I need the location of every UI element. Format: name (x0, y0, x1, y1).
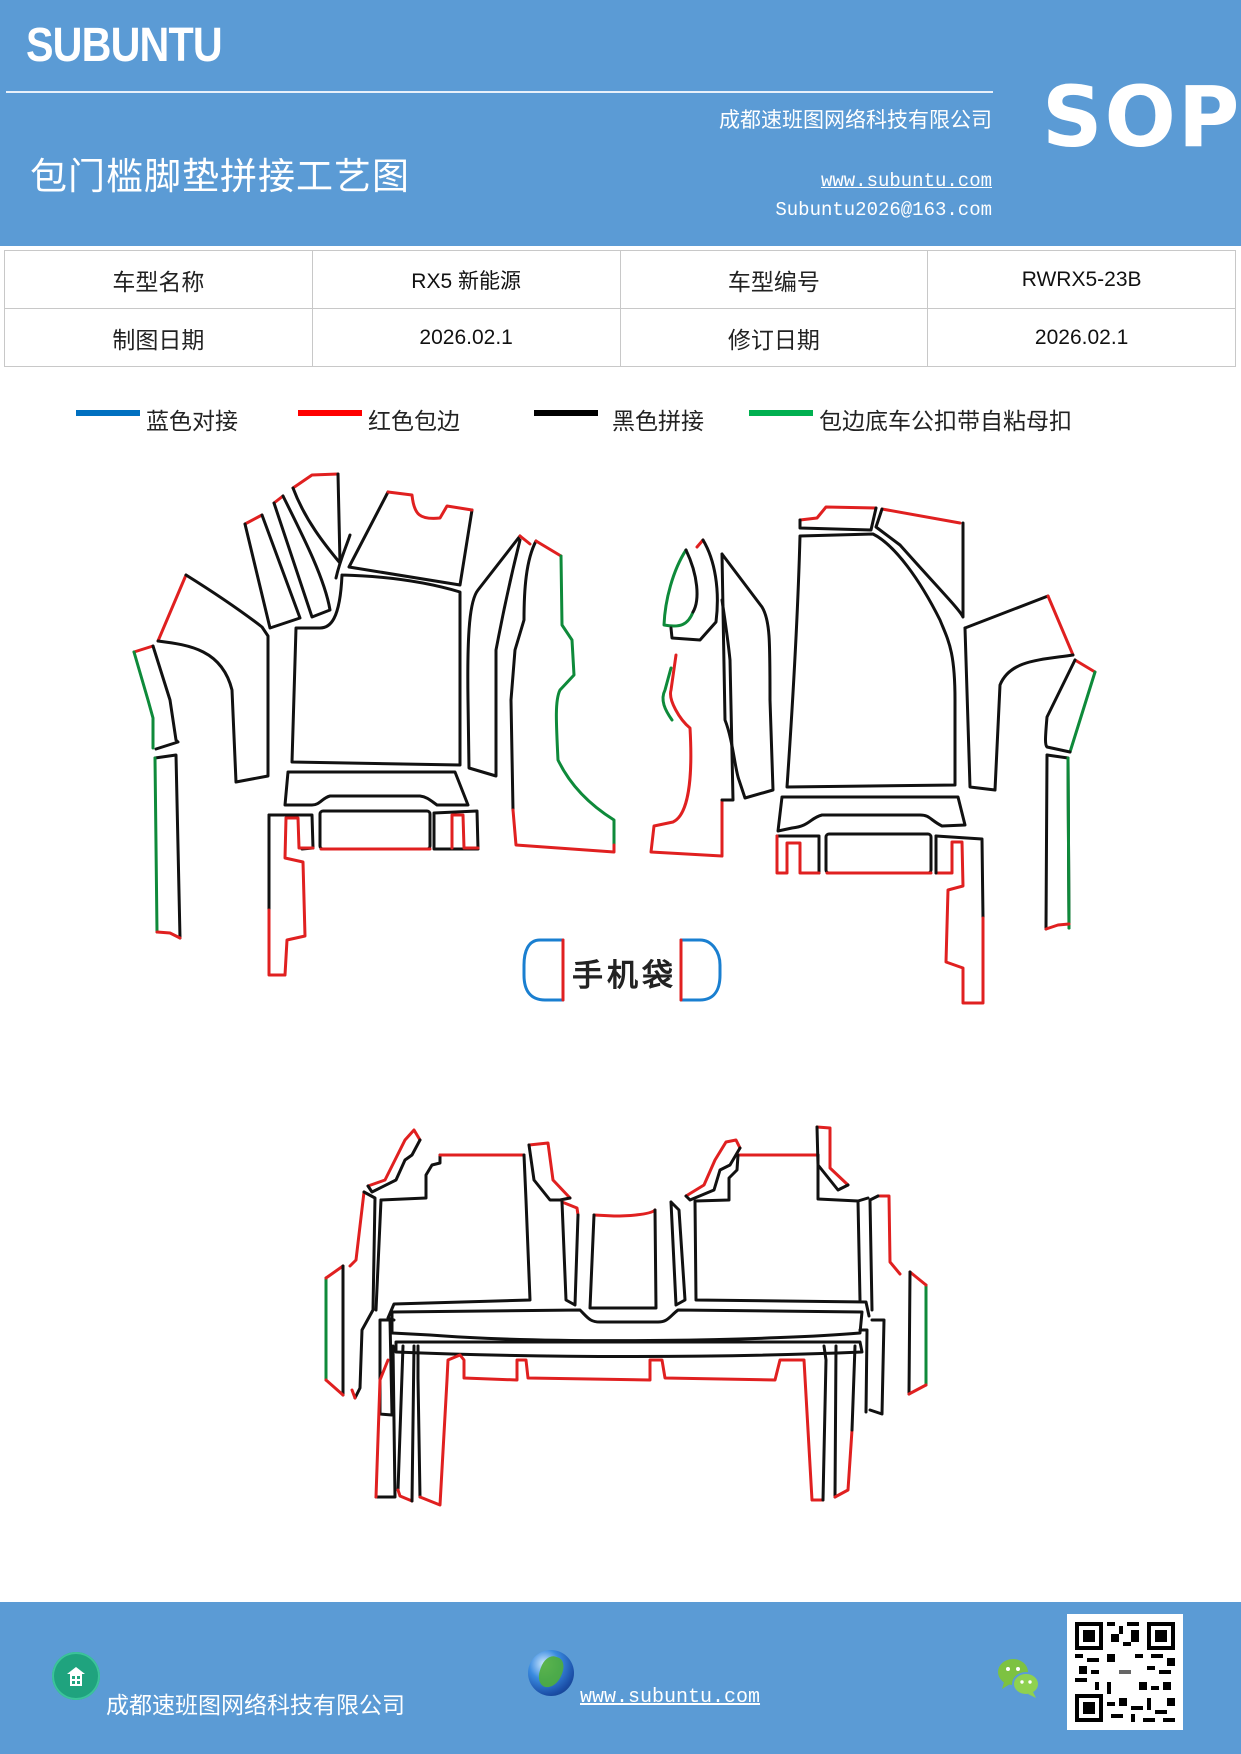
building-icon (52, 1652, 100, 1700)
legend-item-black: 黑色拼接 (534, 402, 704, 436)
revise-date-label: 修订日期 (619, 308, 929, 367)
footer-company-name: 成都速班图网络科技有限公司 (106, 1693, 405, 1719)
legend-item-green: 包边底车公扣带自粘母扣 (749, 402, 1072, 436)
table-row: 制图日期 2026.02.1 修订日期 2026.02.1 (4, 308, 1236, 367)
legend-label: 黑色拼接 (612, 409, 704, 435)
wechat-icon (998, 1659, 1040, 1698)
revise-date-value: 2026.02.1 (927, 308, 1236, 367)
brand-logo: SUBUNTU (26, 19, 223, 72)
red-line-swatch (298, 410, 362, 416)
company-name: 成都速班图网络科技有限公司 (719, 108, 992, 132)
legend-item-blue: 蓝色对接 (76, 402, 238, 436)
front-left-mats (132, 472, 616, 977)
legend-label: 蓝色对接 (146, 409, 238, 435)
website-link[interactable]: www.subuntu.com (820, 170, 992, 192)
legend-label: 包边底车公扣带自粘母扣 (819, 409, 1072, 435)
model-code-label: 车型编号 (619, 250, 929, 309)
model-code-value: RWRX5-23B (927, 250, 1236, 309)
black-line-swatch (534, 410, 598, 416)
qr-code[interactable] (1067, 1614, 1183, 1730)
email-address: Subuntu2026@163.com (775, 199, 992, 221)
globe-icon (528, 1650, 574, 1696)
vehicle-info-table: 车型名称 RX5 新能源 车型编号 RWRX5-23B 制图日期 2026.02… (4, 250, 1236, 367)
header-divider (6, 91, 993, 93)
page-title: 包门槛脚垫拼接工艺图 (30, 155, 410, 198)
rear-mats (324, 1125, 928, 1507)
green-line-swatch (749, 410, 813, 416)
draw-date-label: 制图日期 (4, 308, 313, 367)
footer-banner: 成都速班图网络科技有限公司 www.subuntu.com (0, 1602, 1241, 1754)
footer-website-link[interactable]: www.subuntu.com (580, 1686, 761, 1709)
model-name-label: 车型名称 (4, 250, 313, 309)
legend-item-red: 红色包边 (298, 402, 460, 436)
legend-label: 红色包边 (368, 409, 460, 435)
blue-line-swatch (76, 410, 140, 416)
phone-pocket-label: 手机袋 (572, 958, 677, 994)
table-row: 车型名称 RX5 新能源 车型编号 RWRX5-23B (4, 250, 1236, 309)
header-banner: SUBUNTU 包门槛脚垫拼接工艺图 成都速班图网络科技有限公司 www.sub… (0, 0, 1241, 246)
draw-date-value: 2026.02.1 (311, 308, 621, 367)
model-name-value: RX5 新能源 (311, 250, 621, 309)
front-right-mats (649, 505, 1097, 1005)
doc-type-label: SOP (1042, 68, 1241, 166)
color-legend: 蓝色对接 红色包边 黑色拼接 包边底车公扣带自粘母扣 (0, 402, 1241, 438)
